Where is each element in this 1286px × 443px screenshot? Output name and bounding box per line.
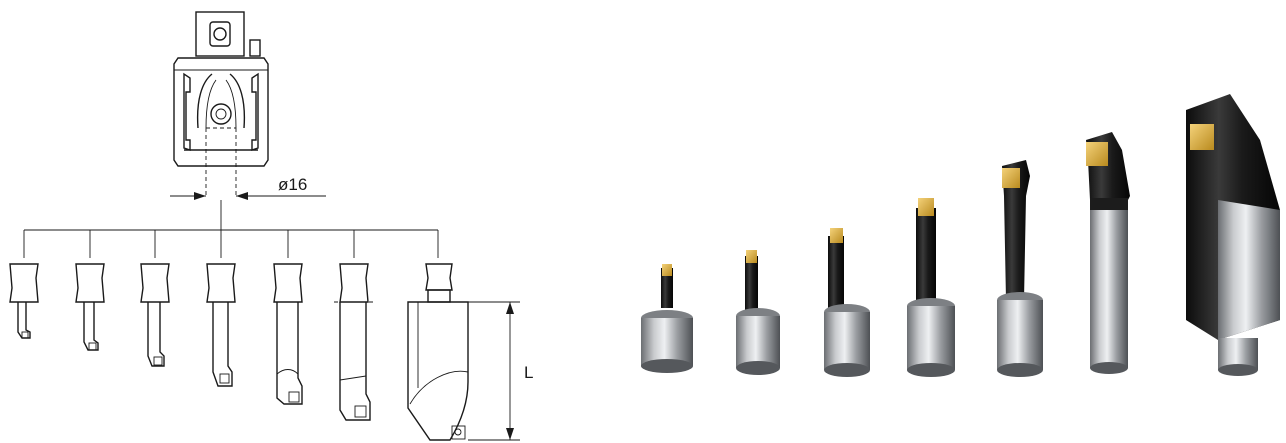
boring-bar-photo-3 [824, 228, 870, 377]
boring-bar-photo-5 [997, 160, 1043, 377]
diameter-label: ø16 [278, 175, 307, 194]
boring-bar-drawing-6 [334, 263, 374, 421]
boring-bar-drawing-5 [273, 263, 303, 405]
boring-bar-photo-4 [907, 198, 955, 377]
boring-bar-photo-7 [1186, 94, 1280, 376]
boring-bar-photo-6 [1086, 132, 1130, 374]
boring-bar-photo-2 [736, 250, 780, 375]
boring-bar-drawing-7 [407, 263, 469, 441]
technical-drawing: ø16 [9, 11, 533, 441]
boring-bar-drawing-4 [206, 263, 236, 387]
diameter-dimension: ø16 [170, 175, 326, 200]
boring-bar-drawing-2 [75, 263, 105, 351]
branch-tree [23, 200, 439, 258]
boring-bar-drawing-1 [9, 263, 39, 339]
boring-bar-photo-1 [641, 264, 693, 373]
boring-bars-photo [641, 94, 1280, 377]
boring-bar-drawing-3 [140, 263, 170, 367]
length-dimension: L [468, 301, 533, 441]
boring-head [173, 11, 269, 196]
length-label: L [524, 363, 533, 382]
